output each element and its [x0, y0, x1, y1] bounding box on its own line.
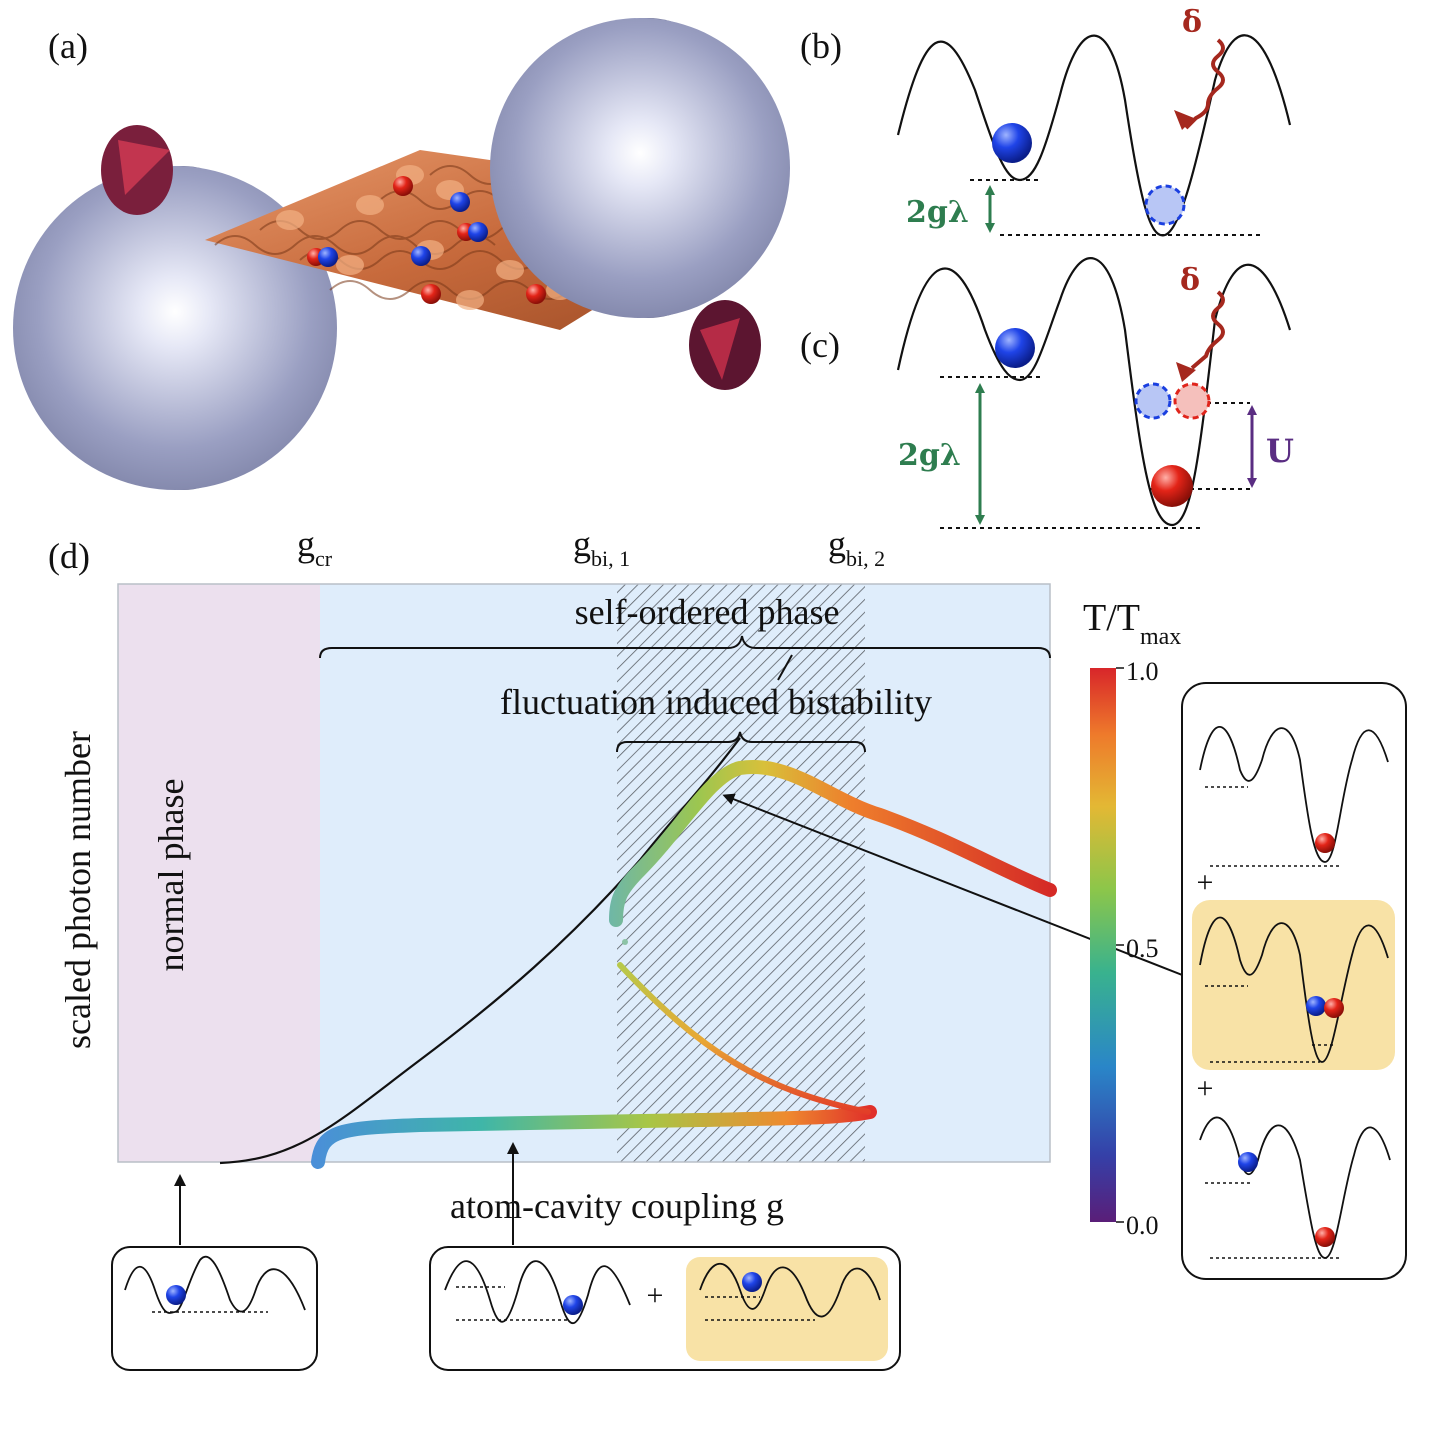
colorbar-title: T/Tmax — [1083, 597, 1181, 650]
panel-label-c: (c) — [800, 325, 840, 365]
atom-red-ghost — [1173, 382, 1211, 420]
y-axis-label: scaled photon number — [58, 731, 98, 1049]
bistability-label: fluctuation induced bistability — [500, 682, 932, 722]
colorbar-gradient — [1090, 668, 1116, 1222]
inset-normal-phase — [111, 1246, 318, 1371]
photon-arrow — [1190, 290, 1225, 370]
atom-blue-ghost — [1144, 184, 1186, 226]
bistability-region — [617, 584, 865, 1162]
x-axis-label: atom-cavity coupling g — [450, 1186, 784, 1226]
normal-phase-region — [118, 584, 320, 1162]
upper-branch — [609, 759, 1057, 927]
highlight-box — [686, 1257, 888, 1361]
inset-upper-branch: + + — [1181, 682, 1407, 1280]
threshold-g-bi1: gbi, 1 — [573, 524, 630, 571]
cavity-illustration — [13, 18, 790, 490]
panel-label-d: (d) — [48, 536, 90, 576]
svg-text:gbi, 2: gbi, 2 — [828, 524, 885, 571]
interaction-label: U — [1266, 432, 1294, 470]
atom-blue — [995, 328, 1035, 368]
arrow-upper — [722, 793, 1196, 981]
atom-red — [1151, 465, 1193, 507]
inset-lower-branch: + — [429, 1246, 901, 1371]
panel-label-b: (b) — [800, 26, 842, 66]
panel-label-a: (a) — [48, 26, 88, 66]
plus-sign: + — [1197, 1072, 1214, 1105]
normal-phase-label: normal phase — [151, 779, 191, 972]
right-mirror — [490, 18, 790, 318]
brace-bistability — [616, 731, 866, 753]
colorbar-tick-mid: 0.5 — [1126, 934, 1159, 963]
gap-label: 2gλ — [906, 195, 969, 230]
svg-text:gbi, 1: gbi, 1 — [573, 524, 630, 571]
potential-panel-c: 2gλ U δ — [896, 257, 1294, 529]
photon-arrow — [1184, 38, 1225, 130]
plus-sign: + — [647, 1279, 664, 1312]
self-ordered-label: self-ordered phase — [575, 592, 840, 632]
svg-text:gcr: gcr — [297, 524, 333, 571]
highlight-box — [1192, 900, 1395, 1070]
potential-panel-b: 2gλ δ — [896, 5, 1292, 237]
threshold-g-cr: gcr — [297, 524, 333, 571]
colorbar-tick-max: 1.0 — [1126, 657, 1159, 686]
lower-branch — [311, 1105, 877, 1169]
mean-field-curve — [219, 737, 741, 1165]
pump-laser-right — [689, 300, 761, 390]
phase-diagram: self-ordered phase fluctuation induced b… — [58, 583, 1196, 1245]
colorbar-tick-min: 0.0 — [1126, 1211, 1159, 1240]
plus-sign: + — [1197, 866, 1214, 899]
atom-blue — [992, 123, 1032, 163]
colorbar: T/Tmax 1.0 0.5 0.0 — [1083, 597, 1181, 1240]
delta-label: δ — [1182, 5, 1202, 40]
delta-label: δ — [1180, 263, 1200, 298]
gap-label: 2gλ — [898, 438, 961, 473]
middle-branch — [617, 962, 871, 1115]
atom-blue-ghost — [1134, 382, 1172, 420]
threshold-g-bi2: gbi, 2 — [828, 524, 885, 571]
pump-laser-left — [101, 125, 173, 215]
